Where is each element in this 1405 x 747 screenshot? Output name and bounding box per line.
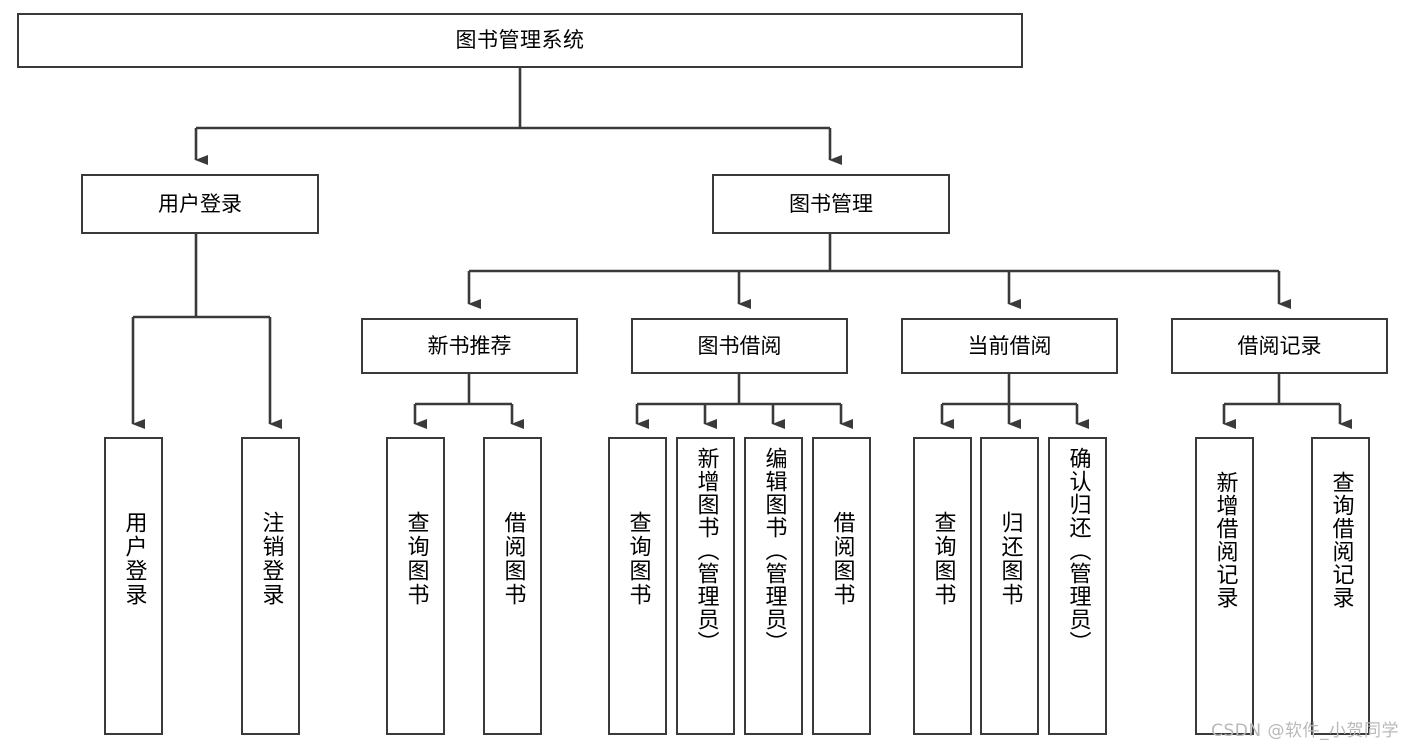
node-new-book-recommend-label: 新书推荐 <box>427 333 512 358</box>
node-borrow-record-label: 借阅记录 <box>1237 333 1322 358</box>
node-book-management[interactable]: 图书管理 <box>712 174 950 234</box>
leaf-user-login-signout-label: 注销登录 <box>258 511 284 607</box>
leaf-borrow-add-book-label: 新增图书（管理员） <box>693 447 719 654</box>
leaf-user-login-signin[interactable]: 用户登录 <box>104 437 163 735</box>
leaf-record-add[interactable]: 新增借阅记录 <box>1195 437 1254 735</box>
leaf-new-book-query[interactable]: 查询图书 <box>386 437 445 735</box>
leaf-record-query[interactable]: 查询借阅记录 <box>1311 437 1370 735</box>
leaf-borrow-edit-book-label: 编辑图书（管理员） <box>761 447 787 654</box>
node-current-borrow-label: 当前借阅 <box>967 333 1052 358</box>
leaf-current-query-book[interactable]: 查询图书 <box>913 437 972 735</box>
leaf-borrow-edit-book[interactable]: 编辑图书（管理员） <box>744 437 803 735</box>
node-new-book-recommend[interactable]: 新书推荐 <box>361 318 578 374</box>
node-book-borrow[interactable]: 图书借阅 <box>631 318 848 374</box>
node-book-management-label: 图书管理 <box>789 191 873 216</box>
node-book-borrow-label: 图书借阅 <box>697 333 782 358</box>
leaf-new-book-borrow-label: 借阅图书 <box>500 511 526 607</box>
leaf-borrow-borrow-book[interactable]: 借阅图书 <box>812 437 871 735</box>
leaf-current-return-book[interactable]: 归还图书 <box>980 437 1039 735</box>
leaf-borrow-borrow-book-label: 借阅图书 <box>829 511 855 607</box>
node-root[interactable]: 图书管理系统 <box>17 13 1023 68</box>
node-borrow-record[interactable]: 借阅记录 <box>1171 318 1388 374</box>
leaf-current-return-book-label: 归还图书 <box>997 511 1023 607</box>
leaf-new-book-borrow[interactable]: 借阅图书 <box>483 437 542 735</box>
leaf-record-query-label: 查询借阅记录 <box>1328 471 1354 609</box>
leaf-user-login-signin-label: 用户登录 <box>121 511 147 607</box>
leaf-current-confirm-return[interactable]: 确认归还（管理员） <box>1048 437 1107 735</box>
leaf-borrow-query-book-label: 查询图书 <box>625 511 651 607</box>
leaf-borrow-query-book[interactable]: 查询图书 <box>608 437 667 735</box>
node-user-login[interactable]: 用户登录 <box>81 174 319 234</box>
node-current-borrow[interactable]: 当前借阅 <box>901 318 1118 374</box>
leaf-new-book-query-label: 查询图书 <box>403 511 429 607</box>
leaf-current-confirm-return-label: 确认归还（管理员） <box>1065 447 1091 654</box>
node-user-login-label: 用户登录 <box>158 191 242 216</box>
node-root-label: 图书管理系统 <box>455 28 585 53</box>
leaf-record-add-label: 新增借阅记录 <box>1212 471 1238 609</box>
leaf-borrow-add-book[interactable]: 新增图书（管理员） <box>676 437 735 735</box>
leaf-user-login-signout[interactable]: 注销登录 <box>241 437 300 735</box>
leaf-current-query-book-label: 查询图书 <box>930 511 956 607</box>
